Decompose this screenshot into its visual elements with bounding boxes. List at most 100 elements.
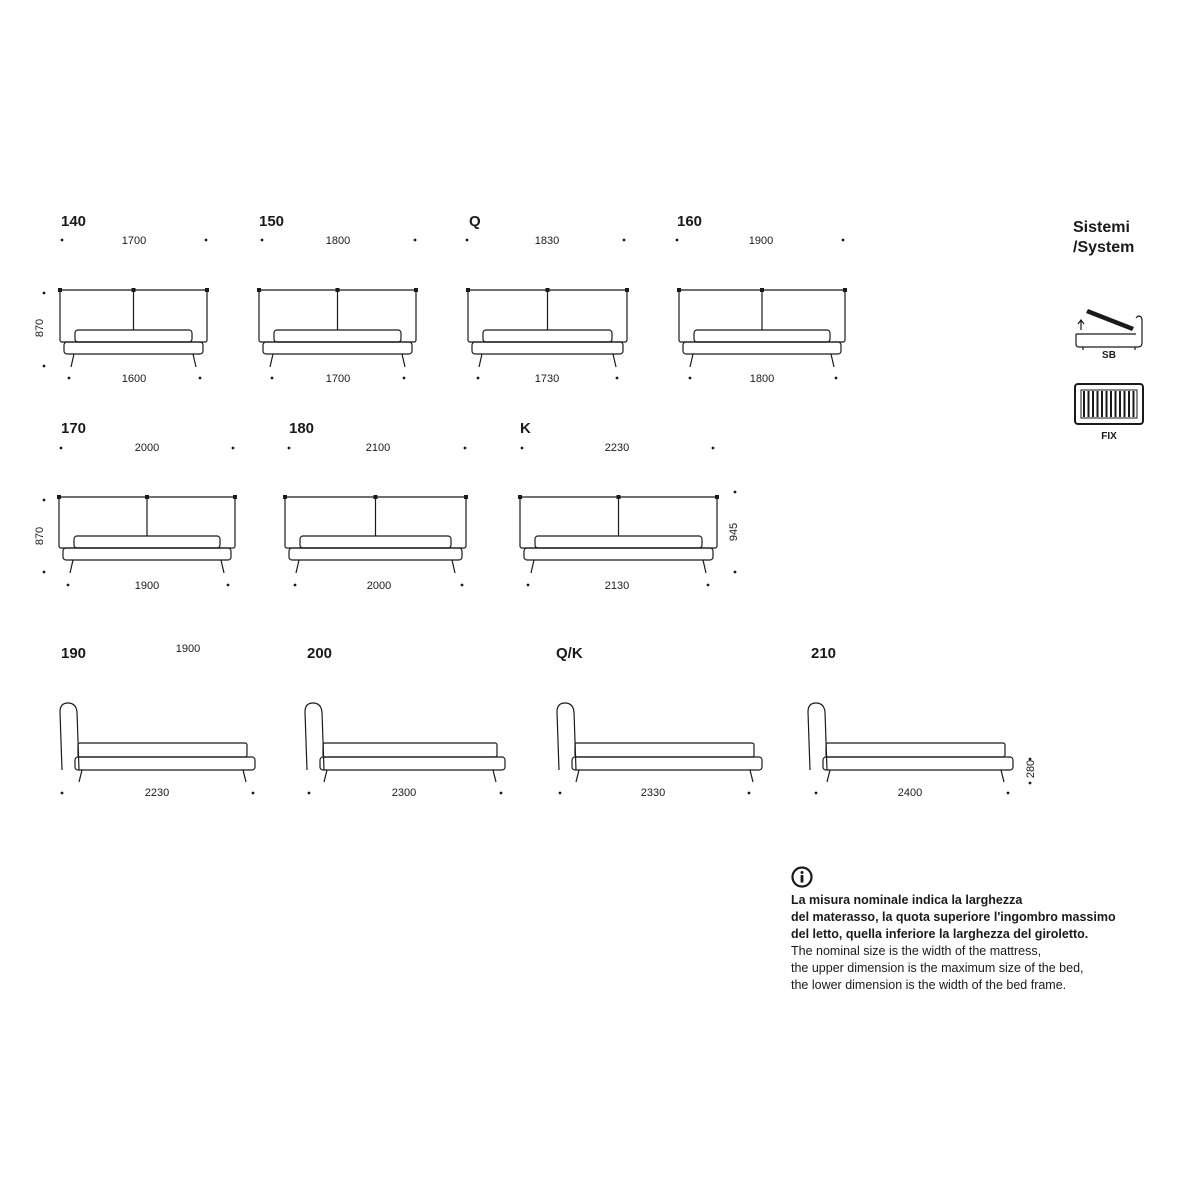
note-english-line: The nominal size is the width of the mat… (791, 944, 1042, 958)
bed-leg (702, 559, 707, 574)
height-dimension: 870 (34, 318, 47, 338)
dimension-marker (1028, 781, 1032, 785)
upper-dimension: 1830 (534, 235, 560, 247)
side-mattress (322, 742, 498, 758)
size-title-k: K (520, 420, 531, 437)
lower-dimension: 1730 (534, 373, 560, 385)
bed-leg (401, 353, 406, 368)
length-dimension: 2400 (897, 787, 923, 799)
size-title-170: 170 (61, 420, 87, 437)
note-english-line: the lower dimension is the width of the … (791, 978, 1067, 992)
dimension-marker (402, 376, 406, 380)
dimension-marker (558, 791, 562, 795)
bed-leg (269, 353, 274, 368)
side-base (571, 756, 763, 771)
headboard-corner (466, 288, 470, 292)
dimension-marker (1006, 791, 1010, 795)
mattress (74, 329, 193, 343)
bed-leg (451, 559, 456, 574)
side-headboard (304, 702, 325, 771)
bed-leg (220, 559, 225, 574)
systems-title-english: /System (1073, 239, 1135, 256)
dimension-marker (526, 583, 530, 587)
bed-leg (69, 559, 74, 574)
mattress (299, 535, 452, 549)
mattress (73, 535, 221, 549)
headboard-corner (233, 495, 237, 499)
bed-base (288, 547, 463, 561)
sb-icon-arrowhead (1077, 319, 1085, 325)
headboard-corner (57, 495, 61, 499)
dimension-marker (42, 364, 46, 368)
dimension-marker (42, 570, 46, 574)
dimension-marker (814, 791, 818, 795)
side-mattress (77, 742, 248, 758)
bed-base (62, 547, 232, 561)
bed-leg (295, 559, 300, 574)
systems-title: Sistemi /System (1073, 218, 1134, 258)
systems-title-italian: Sistemi (1073, 219, 1130, 236)
dimension-marker (60, 791, 64, 795)
fix-icon-inner (1080, 389, 1138, 419)
headboard-corner (58, 288, 62, 292)
size-title-140: 140 (61, 213, 87, 230)
bed-leg (478, 353, 483, 368)
lower-dimension: 1700 (325, 373, 351, 385)
length-dimension: 2300 (391, 787, 417, 799)
side-headboard (556, 702, 577, 771)
upper-dimension: 2000 (134, 442, 160, 454)
note-italian-line: La misura nominale indica la larghezza (791, 893, 1023, 907)
dimension-note: La misura nominale indica la larghezza d… (791, 866, 1161, 994)
size-title-160: 160 (677, 213, 703, 230)
note-italian-line: del letto, quella inferiore la larghezza… (791, 927, 1089, 941)
upper-dimension: 2230 (604, 442, 630, 454)
side-headboard (807, 702, 828, 771)
size-title-180: 180 (289, 420, 315, 437)
dimension-marker (293, 583, 297, 587)
side-mattress (574, 742, 755, 758)
fix-icon-frame (1074, 383, 1144, 425)
side-mattress (825, 742, 1006, 758)
lower-dimension: 1600 (121, 373, 147, 385)
headboard-corner (464, 495, 468, 499)
dimension-marker (204, 238, 208, 242)
dimension-marker (226, 583, 230, 587)
info-icon (791, 866, 813, 888)
size-title-qk: Q/K (556, 645, 583, 662)
dimension-marker (615, 376, 619, 380)
dimension-marker (733, 570, 737, 574)
dimension-marker (287, 446, 291, 450)
height-dimension: 870 (34, 526, 47, 546)
dimension-marker (251, 791, 255, 795)
bed-leg (530, 559, 535, 574)
height-dimension: 945 (728, 522, 741, 542)
upper-dimension: 1700 (121, 235, 147, 247)
top-dimension: 1900 (175, 643, 201, 655)
mattress (693, 329, 831, 343)
dimension-marker (198, 376, 202, 380)
headboard-corner (283, 495, 287, 499)
sb-icon-lid (1086, 309, 1134, 331)
upper-dimension: 2100 (365, 442, 391, 454)
side-leg (575, 769, 580, 783)
dimension-marker (841, 238, 845, 242)
lower-dimension: 1800 (749, 373, 775, 385)
dimension-marker (270, 376, 274, 380)
dimension-marker (67, 376, 71, 380)
bed-base (523, 547, 714, 561)
headboard-corner (257, 288, 261, 292)
bed-base (262, 341, 413, 355)
system-label-sb: SB (1102, 350, 1116, 361)
side-base (74, 756, 256, 771)
dimension-marker (1028, 757, 1032, 761)
dimension-marker (520, 446, 524, 450)
dimension-marker (465, 238, 469, 242)
dimension-marker (59, 446, 63, 450)
headboard-corner (414, 288, 418, 292)
side-height-dimension: 280 (1025, 759, 1038, 779)
mattress (534, 535, 703, 549)
note-english-line: the upper dimension is the maximum size … (791, 961, 1084, 975)
headboard-corner (625, 288, 629, 292)
side-leg (492, 769, 497, 783)
dimension-marker (834, 376, 838, 380)
